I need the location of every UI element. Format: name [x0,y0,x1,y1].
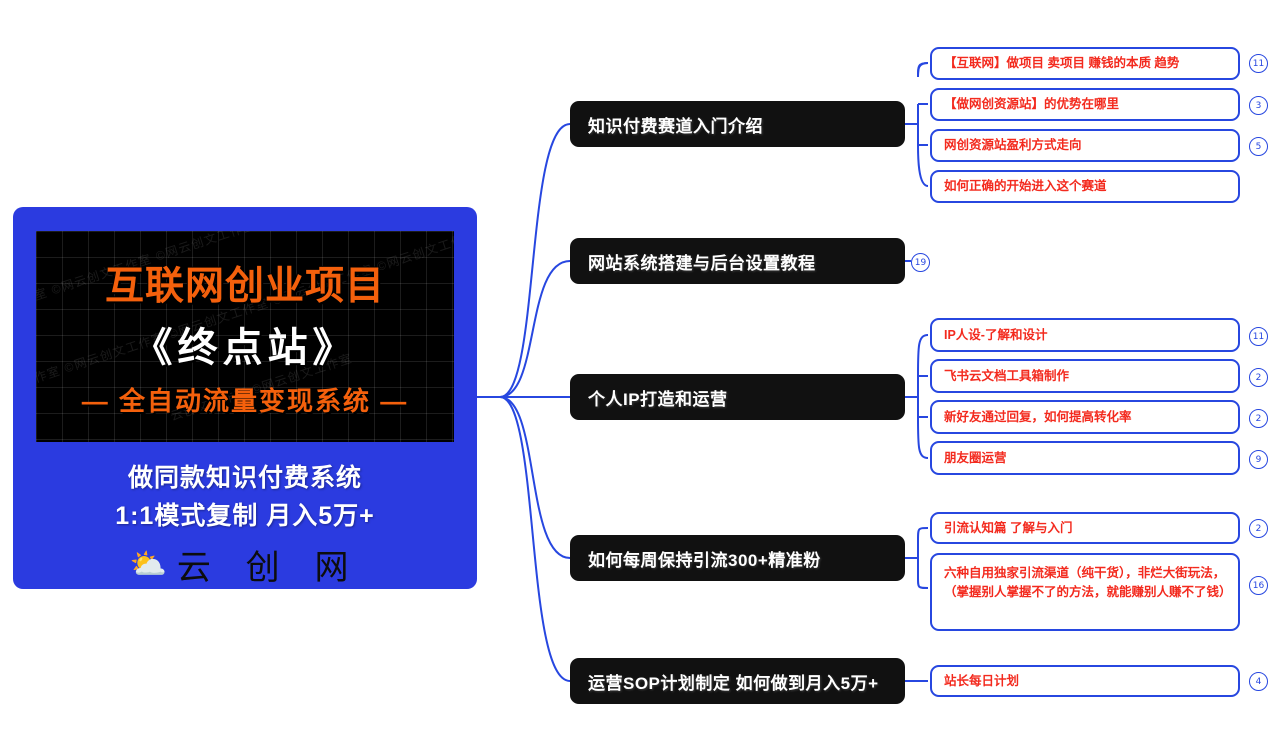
leaf-3-1-badge: 11 [1249,327,1268,346]
leaf-node-3-2[interactable]: 飞书云文档工具箱制作 [930,359,1240,393]
branch-2-count-badge: 19 [911,253,930,272]
poster-grid [36,231,454,442]
leaf-node-3-3[interactable]: 新好友通过回复，如何提高转化率 [930,400,1240,434]
poster-tagline: — 全自动流量变现系统 — [81,386,409,416]
leaf-1-3-badge: 5 [1249,137,1268,156]
leaf-node-1-2[interactable]: 【做网创资源站】的优势在哪里 [930,88,1240,121]
leaf-node-1-3[interactable]: 网创资源站盈利方式走向 [930,129,1240,162]
brand-name: 云 创 网 [176,548,361,588]
leaf-node-3-1[interactable]: IP人设-了解和设计 [930,318,1240,352]
leaf-5-1-badge: 4 [1249,672,1268,691]
poster-subtitle: 《终点站》 [132,326,358,370]
leaf-node-1-1[interactable]: 【互联网】做项目 卖项目 赚钱的本质 趋势 [930,47,1240,80]
leaf-3-2-badge: 2 [1249,368,1268,387]
leaf-node-5-1[interactable]: 站长每日计划 [930,665,1240,697]
leaf-node-4-2[interactable]: 六种自用独家引流渠道（纯干货），非烂大街玩法，（掌握别人掌握不了的方法，就能赚别… [930,553,1240,631]
sun-cloud-icon: ⛅ [129,547,167,581]
branch-node-2[interactable]: 网站系统搭建与后台设置教程 [570,238,905,284]
leaf-node-3-4[interactable]: 朋友圈运营 [930,441,1240,475]
branch-node-1[interactable]: 知识付费赛道入门介绍 [570,101,905,147]
brand-lockup: ⛅ 云 创 网 [130,540,361,589]
branch-node-3[interactable]: 个人IP打造和运营 [570,374,905,420]
leaf-4-1-badge: 2 [1249,519,1268,538]
leaf-1-1-badge: 11 [1249,54,1268,73]
branch-node-5[interactable]: 运营SOP计划制定 如何做到月入5万+ [570,658,905,704]
poster-title: 互联网创业项目 [104,265,385,308]
root-sub-line-2: 1:1模式复制 月入5万+ [115,502,375,530]
leaf-node-1-4[interactable]: 如何正确的开始进入这个赛道 [930,170,1240,203]
leaf-4-2-badge: 16 [1249,576,1268,595]
leaf-3-3-badge: 2 [1249,409,1268,428]
leaf-node-4-1[interactable]: 引流认知篇 了解与入门 [930,512,1240,544]
branch-node-4[interactable]: 如何每周保持引流300+精准粉 [570,535,905,581]
poster-image: ©网云创文工作室 ©网云创文工作室 ©网云创文工作室 ©网云创文工作室 ©网云创… [36,231,454,442]
leaf-3-4-badge: 9 [1249,450,1268,469]
root-sub-line-1: 做同款知识付费系统 [127,464,362,492]
leaf-1-2-badge: 3 [1249,96,1268,115]
root-node-card[interactable]: ©网云创文工作室 ©网云创文工作室 ©网云创文工作室 ©网云创文工作室 ©网云创… [13,207,477,589]
